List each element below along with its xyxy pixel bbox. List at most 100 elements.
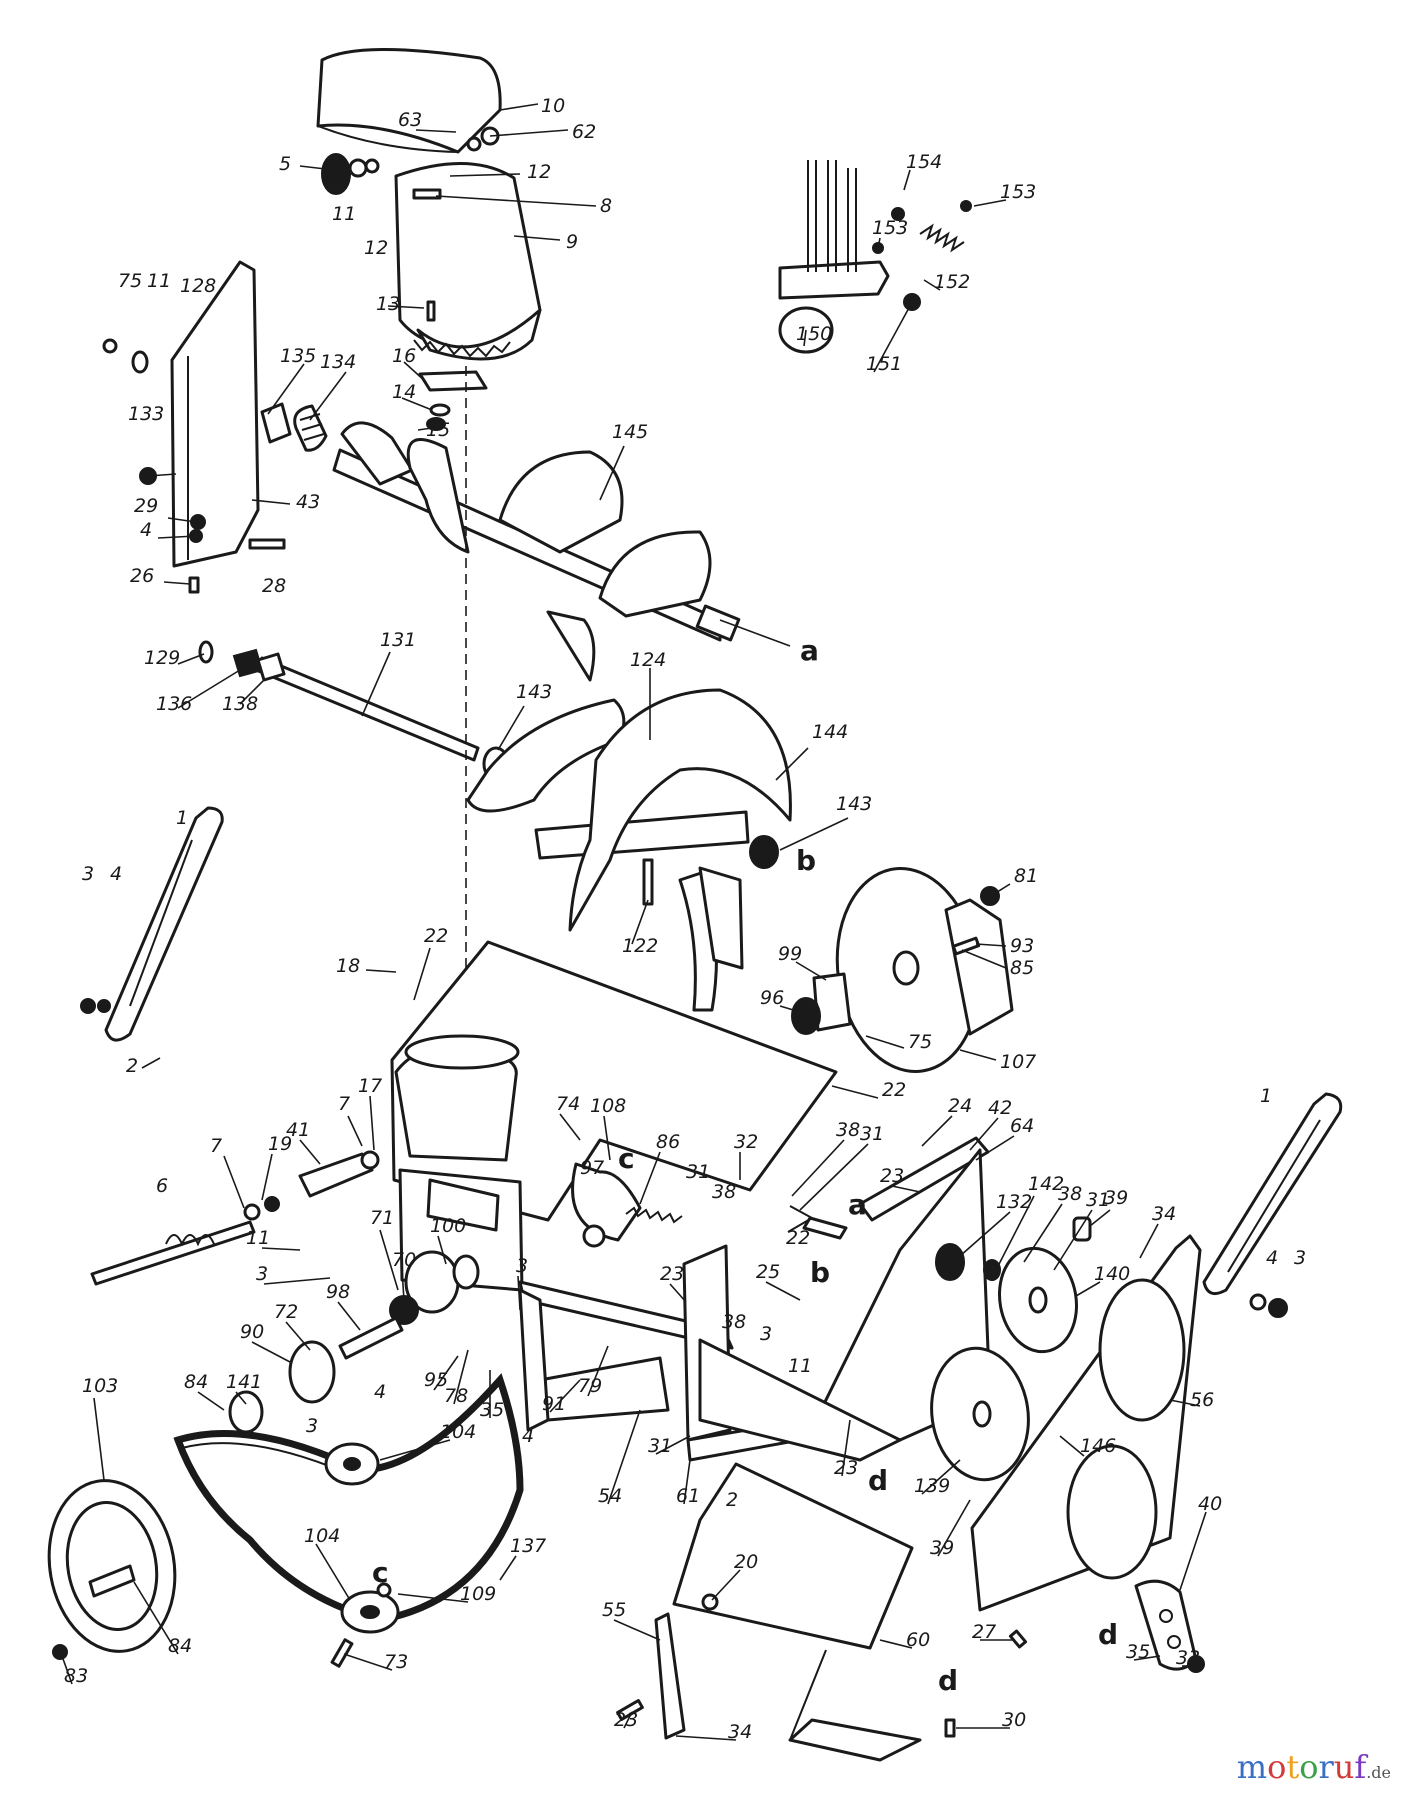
part-number-label: 93	[1010, 935, 1034, 957]
part-number-label: 23	[834, 1457, 858, 1479]
part-number-label: 133	[128, 403, 164, 425]
bolt-30	[944, 1718, 956, 1738]
part-number-label: 11	[332, 203, 356, 225]
part-number-label: 90	[240, 1321, 264, 1343]
part-number-label: 15	[426, 419, 450, 441]
part-number-label: 22	[424, 925, 448, 947]
part-number-label: 11	[788, 1355, 812, 1377]
part-number-label: 98	[326, 1281, 350, 1303]
part-number-label: 35	[480, 1399, 504, 1421]
part-number-label: 10	[541, 95, 565, 117]
part-number-label: 152	[934, 271, 970, 293]
part-number-label: 79	[578, 1375, 602, 1397]
part-number-label: 2	[126, 1055, 138, 1077]
part-number-label: 84	[184, 1371, 208, 1393]
part-number-label: 131	[380, 629, 416, 651]
part-number-label: 32	[734, 1131, 758, 1153]
part-number-label: 56	[1190, 1389, 1214, 1411]
side-plate-56	[970, 1234, 1202, 1612]
part-number-label: 35	[1126, 1641, 1150, 1663]
part-number-label: 25	[756, 1261, 780, 1283]
part-number-label: 3	[82, 863, 94, 885]
watermark-letter: m	[1236, 1748, 1268, 1786]
part-number-label: 138	[222, 693, 258, 715]
part-number-label: 72	[274, 1301, 298, 1323]
part-number-label: 24	[948, 1095, 972, 1117]
part-number-label: 8	[600, 195, 612, 217]
part-number-label: 60	[906, 1629, 930, 1651]
washer-12	[466, 136, 482, 152]
part-number-label: 140	[1094, 1263, 1130, 1285]
part-number-label: 42	[988, 1097, 1012, 1119]
arrow-head-a	[787, 1205, 815, 1233]
part-number-label: 132	[996, 1191, 1032, 1213]
part-number-label: 17	[358, 1075, 382, 1097]
part-number-label: 38	[1058, 1183, 1082, 1205]
pulley-140	[935, 1243, 1078, 1354]
part-number-label: 108	[590, 1095, 626, 1117]
shaft-6	[90, 1196, 280, 1286]
link-41	[298, 1150, 380, 1198]
part-number-label: 129	[144, 647, 180, 669]
part-number-label: 153	[872, 217, 908, 239]
lever-1-left	[80, 806, 224, 1042]
reference-letter: c	[372, 1556, 389, 1589]
part-number-label: 40	[1198, 1493, 1222, 1515]
part-number-label: 103	[82, 1375, 118, 1397]
pulley-103	[47, 1479, 177, 1660]
part-number-label: 99	[778, 943, 802, 965]
part-number-label: 154	[906, 151, 942, 173]
part-number-label: 91	[542, 1393, 566, 1415]
reference-letter: d	[868, 1464, 888, 1497]
part-number-label: 54	[598, 1485, 622, 1507]
scraper-60	[672, 1462, 922, 1762]
part-number-label: 31	[860, 1123, 884, 1145]
part-number-label: 97	[580, 1157, 604, 1179]
bolt-75	[102, 338, 118, 354]
accessory-bracket-150	[778, 160, 890, 354]
lever-1-right	[1202, 1092, 1343, 1318]
part-number-label: 14	[392, 381, 416, 403]
reference-letter: b	[810, 1256, 830, 1289]
screw-13	[426, 300, 436, 322]
part-number-label: 31	[686, 1161, 710, 1183]
part-number-label: 63	[398, 109, 422, 131]
part-number-label: 62	[572, 121, 596, 143]
chute-knob-5	[321, 153, 380, 195]
part-number-label: 34	[728, 1721, 752, 1743]
part-number-label: 31	[648, 1435, 672, 1457]
impeller-144	[466, 688, 792, 1012]
bolt-8	[412, 188, 442, 200]
part-number-label: 75	[908, 1031, 932, 1053]
part-number-label: 38	[722, 1311, 746, 1333]
part-number-label: 137	[510, 1535, 546, 1557]
part-number-label: 11	[246, 1227, 270, 1249]
arrow-a	[802, 1216, 848, 1240]
spacer-39	[1072, 1216, 1092, 1242]
part-number-label: 39	[1104, 1187, 1128, 1209]
part-number-label: 145	[612, 421, 648, 443]
part-number-label: 144	[812, 721, 848, 743]
part-number-label: 4	[140, 519, 152, 541]
part-number-label: 86	[656, 1131, 680, 1153]
part-number-label: 85	[1010, 957, 1034, 979]
part-number-label: 64	[1010, 1115, 1034, 1137]
washer-128	[131, 350, 149, 374]
part-number-label: 107	[1000, 1051, 1036, 1073]
auger-145	[332, 421, 741, 682]
part-number-label: 23	[660, 1263, 684, 1285]
part-number-label: 75	[118, 270, 142, 292]
part-number-label: 30	[1002, 1709, 1026, 1731]
bracket-108	[571, 1162, 642, 1248]
part-number-label: 13	[376, 293, 400, 315]
part-number-label: 41	[286, 1119, 310, 1141]
part-number-label: 7	[338, 1093, 350, 1115]
part-number-label: 136	[156, 693, 192, 715]
pulley-107	[835, 867, 1014, 1073]
part-number-label: 124	[630, 649, 666, 671]
watermark-brand: motoruf	[1237, 1748, 1366, 1786]
pulley-72	[288, 1340, 336, 1404]
part-number-label: 4	[1266, 1247, 1278, 1269]
